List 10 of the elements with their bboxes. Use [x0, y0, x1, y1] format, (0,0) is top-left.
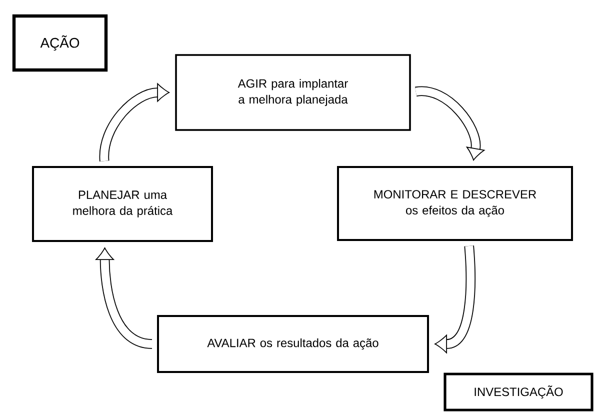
step-box: AVALIAR os resultados da ação: [157, 315, 429, 373]
label-box: INVESTIGAÇÃO: [444, 372, 594, 412]
step-box: AGIR para implantar a melhora planejada: [175, 54, 411, 131]
step-box: MONITORAR E DESCREVER os efeitos da ação: [337, 166, 573, 241]
curved-arrow: [99, 83, 170, 162]
curved-arrow: [416, 86, 485, 161]
curved-arrow: [96, 248, 153, 349]
curved-arrow: [434, 246, 476, 354]
label-box: AÇÃO: [12, 14, 108, 72]
step-box: PLANEJAR uma melhora da prática: [32, 166, 213, 242]
